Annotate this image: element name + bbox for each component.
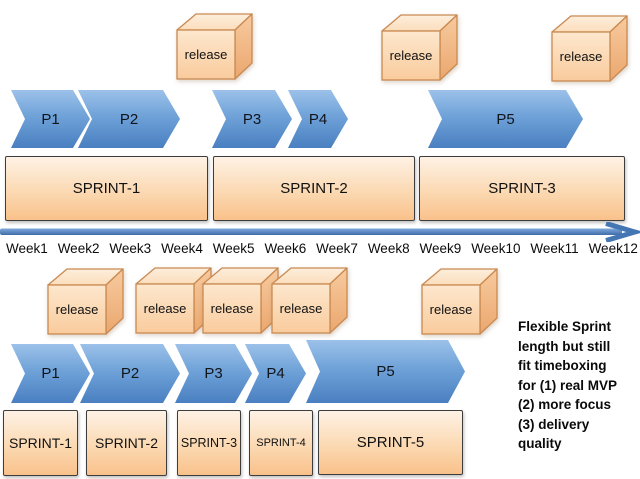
phase-label: P1 xyxy=(41,110,60,128)
phase-label: P5 xyxy=(496,110,515,128)
release-cube: release xyxy=(421,268,498,335)
release-cube: release xyxy=(551,15,628,82)
sprint-box-3: SPRINT-3 xyxy=(177,410,241,476)
note-line: fit timeboxing xyxy=(518,358,607,373)
note-text: Flexible Sprint length but still fit tim… xyxy=(518,317,640,454)
sprint-box-2: SPRINT-2 xyxy=(213,156,415,221)
sprint-box-4: SPRINT-4 xyxy=(249,410,313,476)
release-label: release xyxy=(144,301,187,316)
week-axis: Week1 Week2 Week3 Week4 Week5 Week6 Week… xyxy=(6,241,638,259)
sprint-label: SPRINT-2 xyxy=(280,180,348,197)
phase-label: P3 xyxy=(204,365,223,382)
release-cube: release xyxy=(202,267,279,334)
phase-label: P3 xyxy=(242,110,262,128)
release-label: release xyxy=(280,301,323,316)
week-label: Week6 xyxy=(264,241,307,256)
phase-arrow-p4: P4 xyxy=(288,90,348,148)
week-label: Week10 xyxy=(471,241,521,256)
sprint-box-5: SPRINT-5 xyxy=(318,410,463,475)
week-label: Week7 xyxy=(316,241,358,256)
week-label: Week2 xyxy=(57,241,100,256)
phase-arrow-p2: P2 xyxy=(78,90,180,148)
sprint-label: SPRINT-1 xyxy=(72,180,141,197)
note-line: Flexible Sprint xyxy=(518,319,612,334)
note-line: quality xyxy=(518,436,562,451)
phase-arrow-p1: P1 xyxy=(11,90,90,148)
release-cube: release xyxy=(176,13,253,80)
note-line: length but still xyxy=(518,338,611,354)
note-line: (3) delivery xyxy=(518,416,590,432)
week-label: Week5 xyxy=(212,241,255,256)
release-label: release xyxy=(56,302,99,317)
release-label: release xyxy=(430,302,473,317)
release-cube: release xyxy=(381,14,458,81)
sprint-label: SPRINT-2 xyxy=(94,435,158,451)
sprint-label: SPRINT-3 xyxy=(488,180,556,197)
week-label: Week11 xyxy=(530,241,579,256)
phase-arrow-p4: P4 xyxy=(245,344,306,403)
sprint-label: SPRINT-3 xyxy=(180,436,238,450)
release-label: release xyxy=(211,301,254,316)
release-label: release xyxy=(390,48,433,63)
week-label: Week3 xyxy=(109,241,152,256)
note-line: for (1) real MVP xyxy=(518,377,618,393)
phase-arrow-p3: P3 xyxy=(212,90,292,148)
release-cube: release xyxy=(47,268,124,335)
sprint-label: SPRINT-4 xyxy=(256,437,306,449)
sprint-label: SPRINT-5 xyxy=(356,434,425,451)
phase-label: P4 xyxy=(266,365,285,382)
phase-label: P1 xyxy=(41,365,60,382)
sprint-box-1: SPRINT-1 xyxy=(5,156,208,221)
phase-label: P5 xyxy=(376,363,395,380)
release-cube: release xyxy=(271,267,348,334)
phase-arrow-p5: P5 xyxy=(306,340,465,403)
phase-label: P4 xyxy=(308,110,328,128)
release-cube: release xyxy=(135,267,212,334)
week-label: Week9 xyxy=(419,241,462,256)
sprint-box-2: SPRINT-2 xyxy=(86,410,167,476)
note-line: (2) more focus xyxy=(518,397,612,412)
phase-arrow-p5: P5 xyxy=(428,90,583,148)
week-label: Week8 xyxy=(367,241,410,256)
phase-arrow-p3: P3 xyxy=(175,344,252,403)
sprint-box-1: SPRINT-1 xyxy=(3,410,78,476)
week-label: Week4 xyxy=(161,241,203,256)
phase-arrow-p1: P1 xyxy=(11,344,90,403)
release-label: release xyxy=(560,49,603,64)
timeline-arrow xyxy=(0,222,640,242)
release-label: release xyxy=(185,47,228,62)
sprint-label: SPRINT-1 xyxy=(8,435,72,451)
week-label: Week12 xyxy=(588,241,638,256)
phase-label: P2 xyxy=(119,110,139,128)
week-label: Week1 xyxy=(6,241,48,256)
phase-arrow-p2: P2 xyxy=(80,344,180,403)
phase-label: P2 xyxy=(120,365,140,382)
sprint-box-3: SPRINT-3 xyxy=(419,156,625,221)
